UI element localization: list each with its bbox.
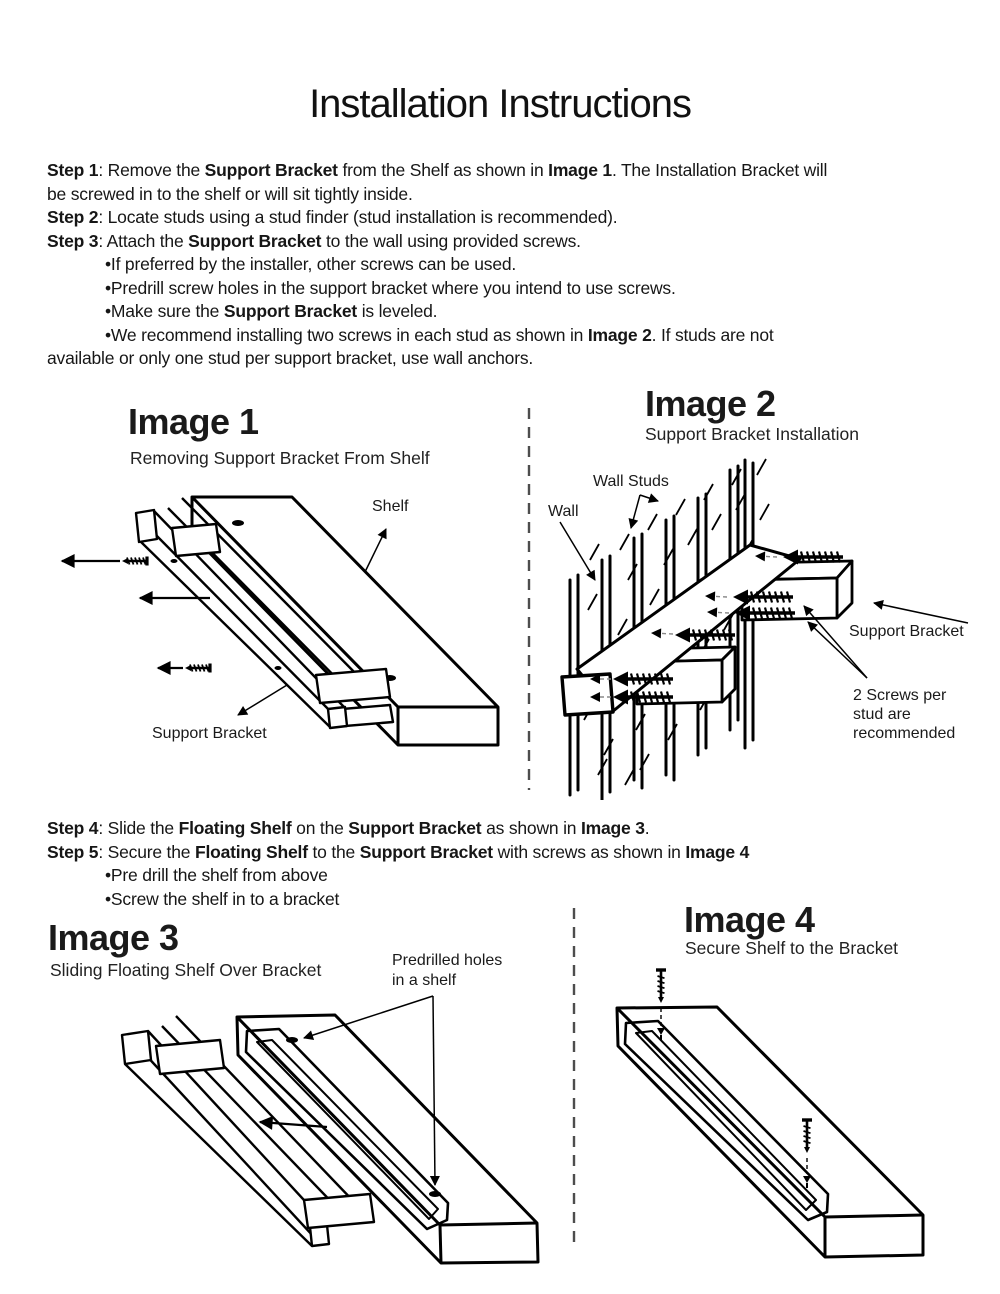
figure-3-4-diagram [120, 908, 925, 1265]
callout-lines-1 [237, 528, 387, 716]
figure-2-title: Image 2 [645, 383, 776, 424]
step-text: •Pre drill the shelf from above [105, 865, 328, 885]
steps-block-mid: Step 4: Slide the Floating Shelf on the … [47, 817, 959, 911]
wall-label: Wall [548, 503, 579, 520]
support-bracket-label-1: Support Bracket [152, 725, 267, 742]
shelf-label: Shelf [372, 498, 409, 515]
figure-1-2-diagram [60, 408, 969, 800]
figure-row-1: Image 1 Removing Support Bracket From Sh… [0, 380, 1000, 800]
support-bracket-drawing-3 [120, 1015, 376, 1248]
figure-3-subtitle: Sliding Floating Shelf Over Bracket [50, 960, 322, 980]
step-text: Step 1: Remove the Support Bracket from … [47, 160, 828, 204]
figure-3-title: Image 3 [48, 917, 179, 958]
wall-studs-label: Wall Studs [593, 473, 669, 490]
step-text: •We recommend installing two screws in e… [47, 324, 774, 369]
screws-2 [590, 547, 845, 707]
step-text: Step 3: Attach the Support Bracket to th… [47, 230, 581, 251]
support-bracket-drawing-1 [134, 497, 395, 730]
screws-4 [654, 968, 814, 1188]
step-text: •Make sure the Support Bracket is levele… [105, 301, 438, 321]
shelf-drawing-3 [235, 1013, 540, 1265]
steps-block-top: Step 1: Remove the Support Bracket from … [47, 159, 959, 371]
callout-lines-3 [303, 995, 440, 1186]
step-text: •If preferred by the installer, other sc… [105, 254, 517, 274]
page-title: Installation Instructions [309, 82, 692, 126]
step-text: •Screw the shelf in to a bracket [105, 888, 340, 909]
figure-4-title: Image 4 [684, 899, 815, 940]
figure-4-subtitle: Secure Shelf to the Bracket [685, 938, 899, 958]
screws-note-label: 2 Screws per stud are recommended [853, 687, 956, 742]
step-text: Step 5: Secure the Floating Shelf to the… [47, 841, 750, 862]
figure-1-subtitle: Removing Support Bracket From Shelf [130, 448, 430, 468]
support-bracket-label-2: Support Bracket [849, 623, 964, 640]
figure-row-2: Image 3 Sliding Floating Shelf Over Brac… [0, 900, 1000, 1294]
pull-arrows-1 [60, 554, 212, 675]
callout-lines-2 [559, 493, 969, 679]
shelf-drawing-4 [615, 1005, 925, 1259]
step-text: Step 4: Slide the Floating Shelf on the … [47, 818, 650, 838]
slide-arrow-3 [258, 1115, 328, 1130]
figure-1-title: Image 1 [128, 401, 259, 442]
step-text: Step 2: Locate studs using a stud finder… [47, 207, 618, 227]
figure-2-subtitle: Support Bracket Installation [645, 424, 860, 444]
predrilled-holes-label: Predrilled holes in a shelf [392, 952, 503, 989]
step-text: •Predrill screw holes in the support bra… [105, 277, 676, 298]
